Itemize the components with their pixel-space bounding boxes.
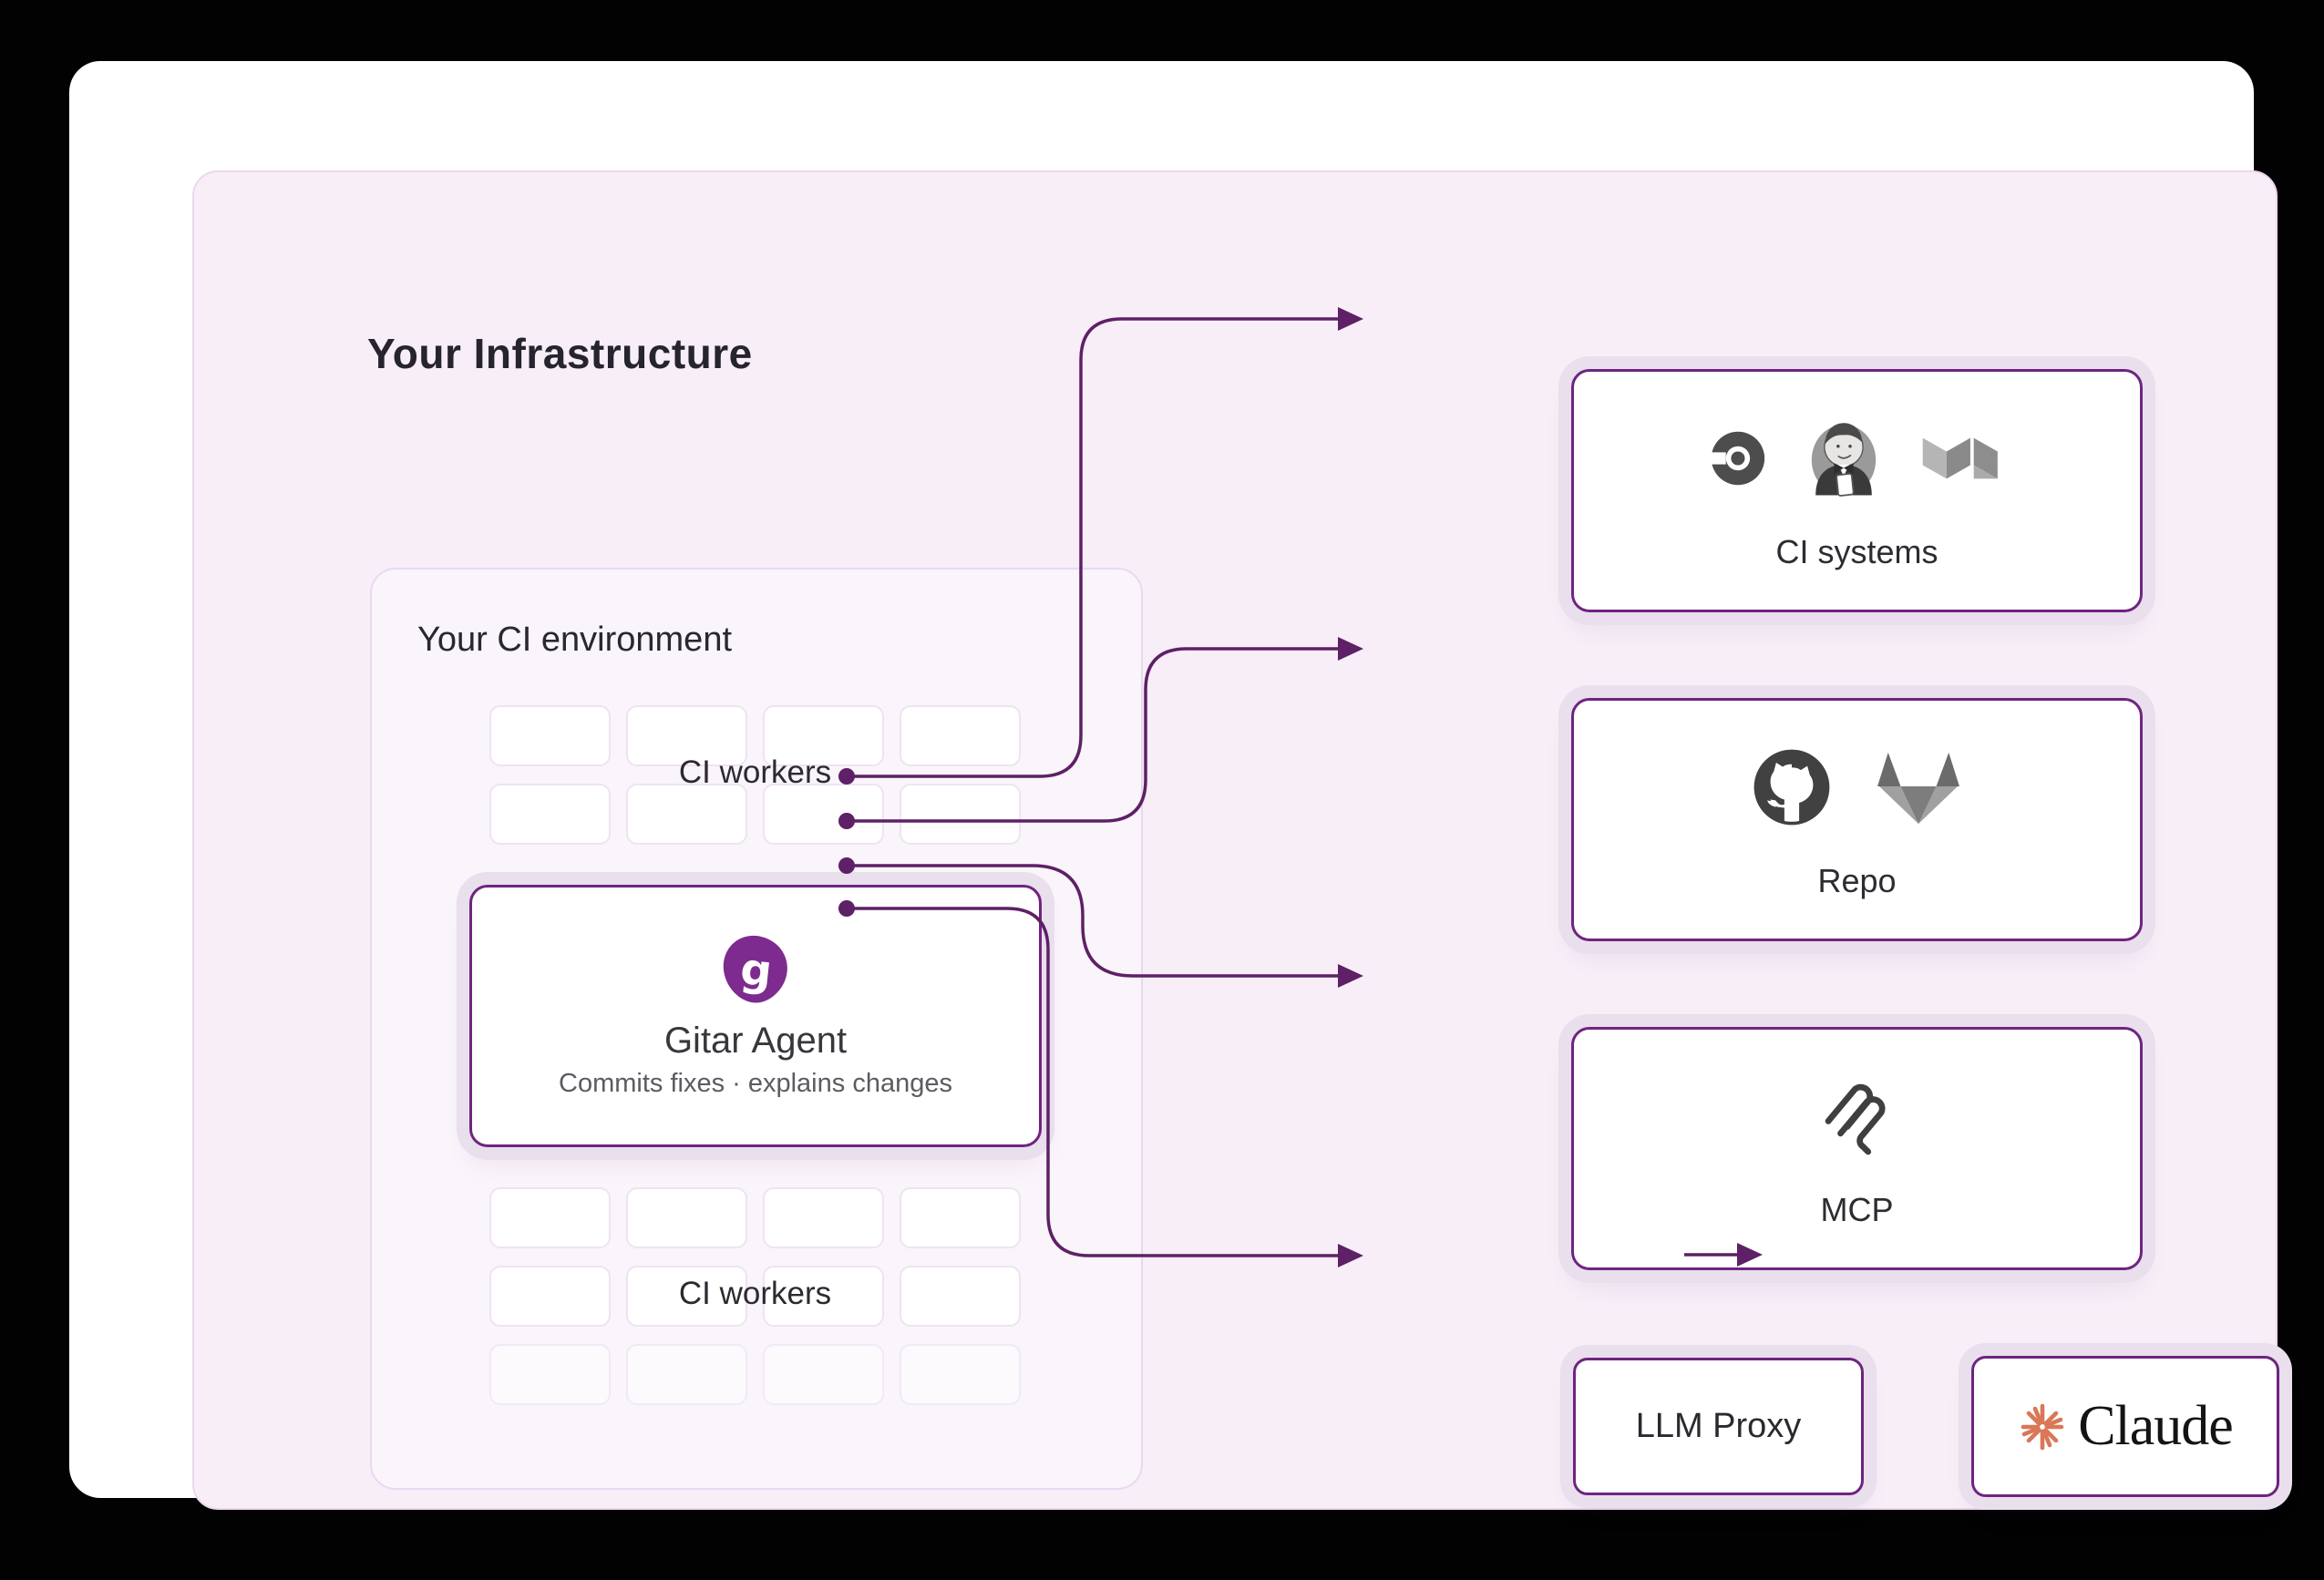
ci-worker-cell (763, 1344, 884, 1405)
ci-worker-cell (489, 784, 611, 845)
page-title: Your Infrastructure (367, 330, 753, 377)
mcp-icons (1819, 1069, 1896, 1164)
ci-systems-icons (1707, 411, 2007, 506)
ci-worker-cell (626, 1187, 747, 1248)
gitar-logo-icon: g (723, 935, 787, 1003)
repo-card: Repo (1571, 698, 2143, 941)
ci-systems-card: CI systems (1571, 369, 2143, 612)
window-card: Your Infrastructure Your CI environment … (69, 61, 2279, 1510)
ci-worker-cell (626, 705, 747, 766)
mcp-label: MCP (1820, 1190, 1894, 1228)
gitar-logo-letter: g (738, 943, 775, 997)
mcp-icon (1825, 1083, 1886, 1154)
gitar-agent-card: g Gitar Agent Commits fixes · explains c… (469, 885, 1042, 1147)
gitlab-icon (1877, 752, 1959, 824)
ci-worker-cell (626, 1266, 747, 1327)
infrastructure-panel: Your Infrastructure Your CI environment … (192, 170, 2279, 1510)
buildkite-icon (1922, 437, 1998, 478)
ci-systems-label: CI systems (1775, 532, 1938, 570)
ci-worker-cell (489, 1187, 611, 1248)
ci-worker-cell (489, 1266, 611, 1327)
gitar-agent-subtitle: Commits fixes · explains changes (559, 1069, 952, 1098)
ci-worker-cell (489, 705, 611, 766)
ci-worker-cell (763, 1187, 884, 1248)
ci-worker-cell (900, 1266, 1021, 1327)
ci-worker-cell (489, 1344, 611, 1405)
ci-workers-label-bottom: CI workers (678, 1276, 832, 1311)
ci-worker-cell (900, 1344, 1021, 1405)
ci-environment-title: Your CI environment (417, 621, 733, 659)
ci-worker-cell (626, 784, 747, 845)
ci-workers-label-top: CI workers (678, 754, 832, 790)
gitar-agent-title: Gitar Agent (663, 1021, 848, 1061)
circleci-icon (1707, 431, 1765, 485)
repo-icons (1751, 740, 1964, 835)
ci-worker-cell (763, 1266, 884, 1327)
llm-proxy-label: LLM Proxy (1635, 1407, 1802, 1445)
ci-worker-cell (900, 1187, 1021, 1248)
claude-wordmark: Claude (2078, 1395, 2234, 1457)
repo-label: Repo (1817, 861, 1897, 899)
ci-worker-cell (900, 784, 1021, 845)
ci-worker-cell (626, 1344, 747, 1405)
llm-proxy-card: LLM Proxy (1573, 1358, 1864, 1495)
claude-starburst-icon (2021, 1403, 2064, 1450)
ci-worker-cell (763, 784, 884, 845)
claude-card: Claude (1971, 1356, 2279, 1497)
mcp-card: MCP (1571, 1027, 2143, 1270)
github-icon (1753, 749, 1829, 825)
jenkins-icon (1811, 422, 1877, 497)
